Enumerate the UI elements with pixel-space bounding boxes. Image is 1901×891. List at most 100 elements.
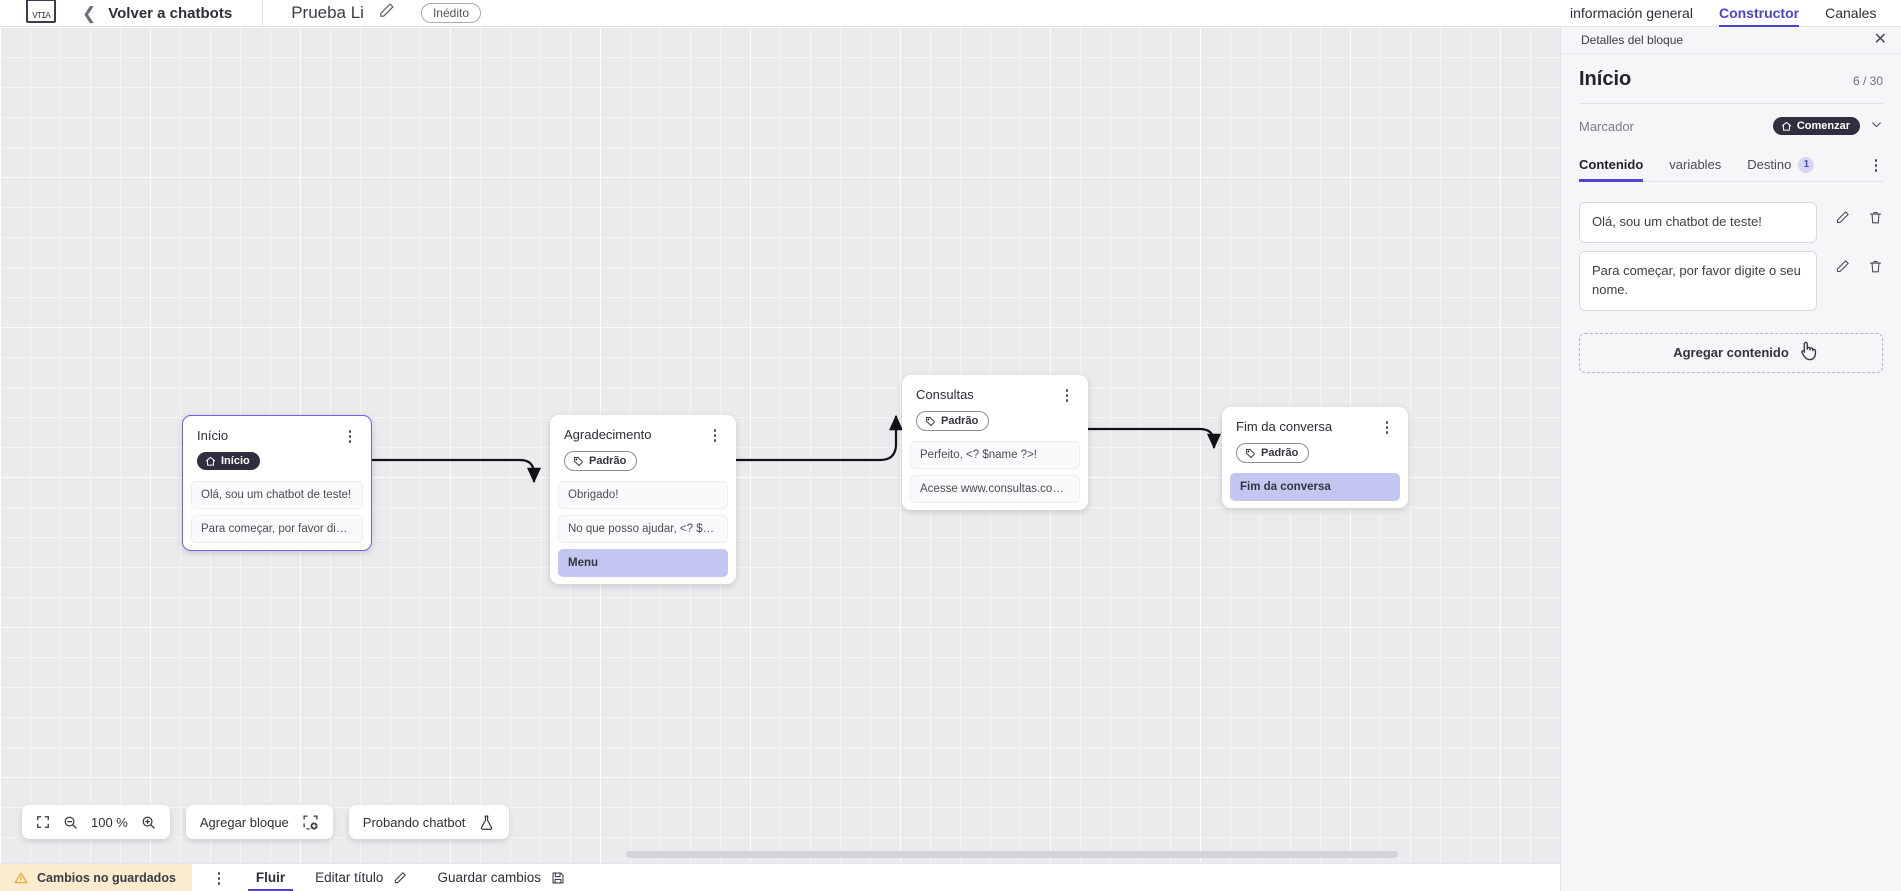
node-menu-button[interactable] bbox=[708, 427, 722, 442]
node-header: Agradecimento bbox=[550, 415, 736, 442]
zoom-level-label: 100 % bbox=[91, 814, 128, 830]
back-to-chatbots-link[interactable]: Volver a chatbots bbox=[108, 4, 233, 22]
panel-tab-label: variables bbox=[1669, 157, 1722, 172]
flow-canvas[interactable]: Início Início Olá, sou um chatbot de tes… bbox=[0, 27, 1560, 863]
content-item: Olá, sou um chatbot de teste! bbox=[1579, 202, 1883, 243]
canvas-horizontal-scrollbar[interactable] bbox=[0, 851, 1560, 858]
block-title: Início bbox=[1579, 68, 1632, 90]
trash-icon[interactable] bbox=[1868, 210, 1883, 225]
flow-node-consultas[interactable]: Consultas Padrão Perfeito, <? $name ?>! … bbox=[902, 375, 1088, 510]
node-menu-button[interactable] bbox=[343, 428, 357, 443]
panel-title-row: Início 6 / 30 bbox=[1579, 68, 1883, 91]
block-details-panel: Detalles del bloque ✕ Início 6 / 30 Marc… bbox=[1560, 27, 1901, 891]
panel-tab-label: Contenido bbox=[1579, 157, 1644, 172]
flow-node-inicio[interactable]: Início Início Olá, sou um chatbot de tes… bbox=[182, 415, 372, 551]
fit-screen-icon[interactable] bbox=[36, 815, 50, 829]
content-item: Para começar, por favor digite o seu nom… bbox=[1579, 250, 1883, 311]
panel-body: Início 6 / 30 Marcador Comenzar Contenid… bbox=[1561, 54, 1901, 373]
node-row-list: Perfeito, <? $name ?>! Acesse www.consul… bbox=[902, 440, 1088, 503]
node-badge-padrao[interactable]: Padrão bbox=[916, 411, 990, 431]
node-row[interactable]: Olá, sou um chatbot de teste! bbox=[191, 480, 363, 509]
zoom-controls: 100 % bbox=[22, 805, 170, 839]
flow-node-fim-da-conversa[interactable]: Fim da conversa Padrão Fim da conversa bbox=[1222, 407, 1408, 508]
test-chatbot-button[interactable]: Probando chatbot bbox=[348, 805, 510, 839]
add-content-button[interactable]: Agregar contenido bbox=[1579, 332, 1883, 373]
node-row[interactable]: Para começar, por favor digite o ... bbox=[191, 514, 363, 543]
bottom-status-bar: Cambios no guardados Fluir Editar título… bbox=[0, 863, 1560, 891]
home-icon bbox=[205, 456, 216, 466]
node-title: Consultas bbox=[916, 387, 974, 402]
panel-tabs: Contenido variables Destino 1 bbox=[1579, 148, 1883, 182]
tag-icon bbox=[925, 416, 935, 426]
node-badge-padrao[interactable]: Padrão bbox=[1236, 443, 1310, 463]
test-chatbot-label: Probando chatbot bbox=[362, 814, 466, 830]
node-badge-row: Início bbox=[183, 443, 371, 481]
marker-row: Marcador Comenzar bbox=[1579, 104, 1883, 148]
node-menu-button[interactable] bbox=[1380, 419, 1394, 434]
pencil-icon[interactable] bbox=[1835, 210, 1850, 225]
node-badge-padrao[interactable]: Padrão bbox=[564, 451, 638, 471]
chevron-down-icon[interactable] bbox=[1870, 118, 1883, 134]
flask-icon bbox=[478, 814, 495, 831]
add-block-button[interactable]: Agregar bloque bbox=[185, 805, 333, 839]
node-header: Consultas bbox=[902, 375, 1088, 402]
unsaved-changes-label: Cambios no guardados bbox=[37, 870, 176, 885]
node-row-list: Fim da conversa bbox=[1222, 472, 1408, 501]
node-row-list: Obrigado! No que posso ajudar, <? $name … bbox=[550, 480, 736, 577]
back-chevron-icon[interactable]: ❮ bbox=[82, 3, 97, 23]
node-badge-label: Padrão bbox=[589, 455, 627, 467]
node-badge-row: Padrão bbox=[1222, 434, 1408, 473]
panel-tabs-menu-button[interactable] bbox=[1869, 157, 1883, 172]
app-logo[interactable]: VTIA bbox=[26, 0, 56, 23]
panel-header: Detalles del bloque ✕ bbox=[1561, 27, 1901, 54]
publish-status-badge: Inédito bbox=[420, 3, 481, 23]
node-row-menu[interactable]: Menu bbox=[558, 548, 728, 577]
node-row[interactable]: Obrigado! bbox=[558, 480, 728, 509]
warning-icon bbox=[14, 871, 28, 883]
content-text[interactable]: Para começar, por favor digite o seu nom… bbox=[1579, 250, 1817, 311]
trash-icon[interactable] bbox=[1868, 259, 1883, 274]
canvas-toolbar: 100 % Agregar bloque Probando chatbot bbox=[22, 805, 510, 839]
node-header: Fim da conversa bbox=[1222, 407, 1408, 434]
close-icon[interactable]: ✕ bbox=[1873, 31, 1887, 48]
statusbar-menu-button[interactable] bbox=[212, 870, 226, 885]
node-row[interactable]: Perfeito, <? $name ?>! bbox=[910, 440, 1080, 469]
node-row[interactable]: No que posso ajudar, <? $name ... bbox=[558, 514, 728, 543]
content-item-actions bbox=[1817, 251, 1883, 274]
add-block-label: Agregar bloque bbox=[199, 814, 289, 830]
pencil-icon[interactable] bbox=[1835, 259, 1850, 274]
tag-icon bbox=[573, 456, 583, 466]
statusbar-tab-fluir[interactable]: Fluir bbox=[247, 864, 294, 891]
divider bbox=[262, 0, 264, 32]
panel-tab-destino[interactable]: Destino 1 bbox=[1747, 148, 1815, 182]
zoom-out-icon[interactable] bbox=[63, 815, 78, 830]
content-item-actions bbox=[1817, 202, 1883, 225]
node-badge-inicio[interactable]: Início bbox=[197, 452, 260, 470]
panel-tab-variables[interactable]: variables bbox=[1669, 148, 1721, 182]
tab-constructor[interactable]: Constructor bbox=[1718, 0, 1800, 27]
node-menu-button[interactable] bbox=[1060, 387, 1074, 402]
save-changes-button[interactable]: Guardar cambios bbox=[437, 864, 565, 891]
add-block-icon bbox=[302, 814, 319, 831]
node-badge-label: Padrão bbox=[1261, 447, 1299, 459]
content-text[interactable]: Olá, sou um chatbot de teste! bbox=[1579, 202, 1817, 243]
node-row[interactable]: Acesse www.consultas.com par... bbox=[910, 474, 1080, 503]
home-icon bbox=[1781, 121, 1791, 131]
scrollbar-thumb[interactable] bbox=[626, 851, 1398, 858]
node-badge-label: Padrão bbox=[941, 415, 979, 427]
tab-informacion-general[interactable]: información general bbox=[1570, 5, 1693, 21]
marker-label: Marcador bbox=[1579, 118, 1634, 134]
node-row-fim[interactable]: Fim da conversa bbox=[1230, 472, 1400, 501]
node-badge-label: Início bbox=[221, 455, 250, 467]
panel-header-title: Detalles del bloque bbox=[1581, 33, 1684, 47]
panel-tab-contenido[interactable]: Contenido bbox=[1579, 148, 1644, 182]
edit-title-button[interactable]: Editar título bbox=[315, 864, 407, 891]
node-badge-row: Padrão bbox=[902, 402, 1088, 441]
zoom-in-icon[interactable] bbox=[141, 815, 156, 830]
tab-canales[interactable]: Canales bbox=[1825, 5, 1877, 21]
pencil-icon bbox=[395, 871, 407, 883]
marker-value-badge[interactable]: Comenzar bbox=[1772, 117, 1860, 135]
flow-node-agradecimento[interactable]: Agradecimento Padrão Obrigado! No que po… bbox=[550, 415, 736, 584]
node-title: Agradecimento bbox=[564, 427, 652, 442]
edit-bot-title-pencil-icon[interactable] bbox=[378, 2, 395, 24]
